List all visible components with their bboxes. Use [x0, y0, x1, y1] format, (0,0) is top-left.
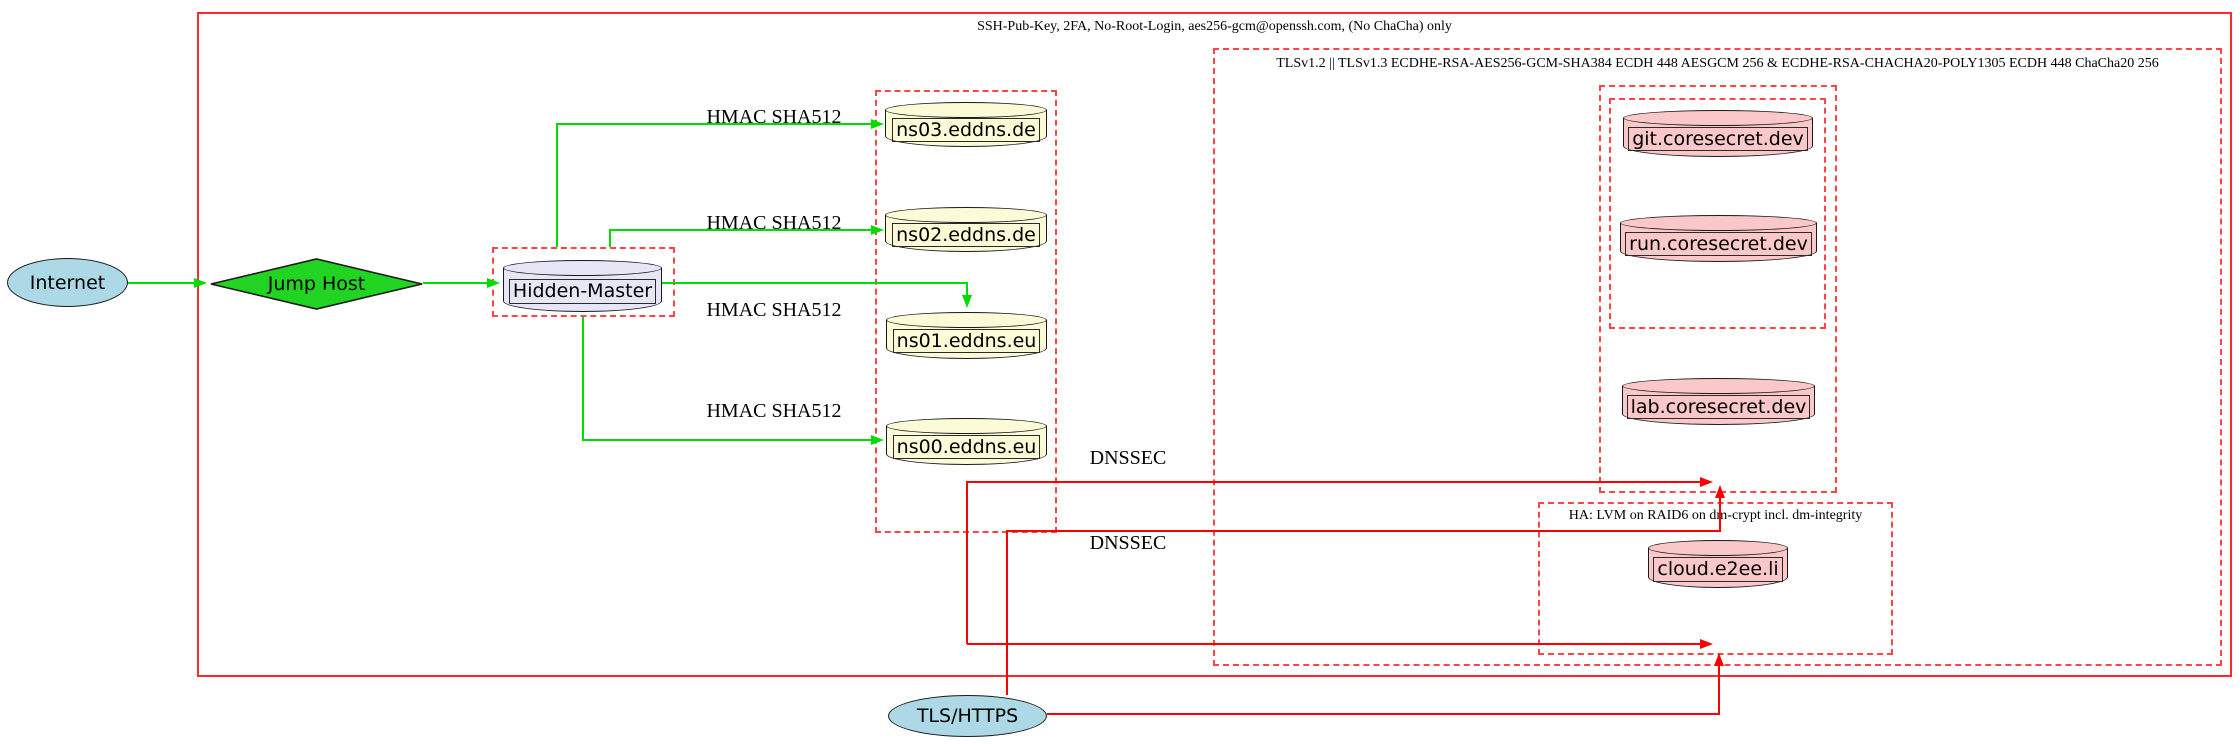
node-ns03-label: ns03.eddns.de [892, 117, 1040, 143]
cylinder-top [1622, 378, 1815, 394]
node-ns00: ns00.eddns.eu [886, 418, 1047, 465]
node-ns01-label: ns01.eddns.eu [892, 328, 1041, 354]
cylinder-top [885, 207, 1047, 223]
ha-cluster-label: HA: LVM on RAID6 on dm-crypt incl. dm-in… [1568, 508, 1863, 523]
cylinder-top [1648, 540, 1788, 556]
edge-label-hmac-ns02: HMAC SHA512 [706, 212, 842, 234]
cylinder-top [886, 418, 1047, 434]
node-cloud-label: cloud.e2ee.li [1653, 557, 1783, 582]
cylinder-top [503, 260, 662, 276]
node-run-label: run.coresecret.dev [1625, 231, 1812, 257]
node-cloud-e2ee: cloud.e2ee.li [1648, 540, 1788, 588]
node-lab-coresecret: lab.coresecret.dev [1622, 378, 1815, 425]
edge-label-hmac-ns00: HMAC SHA512 [706, 400, 842, 422]
node-git-coresecret: git.coresecret.dev [1623, 110, 1813, 157]
edge-label-dnssec-upper: DNSSEC [1089, 447, 1167, 469]
node-ns02-label: ns02.eddns.de [892, 222, 1040, 248]
ssh-cluster-box: SSH-Pub-Key, 2FA, No-Root-Login, aes256-… [197, 12, 2232, 677]
node-jump-host: Jump Host [210, 258, 423, 310]
cylinder-body [885, 110, 1047, 147]
node-hidden-master-label: Hidden-Master [508, 279, 657, 304]
node-hidden-master: Hidden-Master [503, 260, 662, 312]
edge-hiddenmaster-ns02 [609, 225, 884, 247]
node-ns00-label: ns00.eddns.eu [892, 434, 1041, 460]
node-tls-https-label: TLS/HTTPS [916, 705, 1019, 727]
cylinder-top [1623, 110, 1813, 126]
tls-cluster-label: TLSv1.2 || TLSv1.3 ECDHE-RSA-AES256-GCM-… [1276, 56, 2159, 71]
node-ns03: ns03.eddns.de [885, 102, 1047, 147]
edge-hiddenmaster-ns01 [662, 282, 972, 308]
diamond-shape [210, 258, 423, 310]
node-run-coresecret: run.coresecret.dev [1620, 215, 1817, 262]
node-internet: Internet [7, 258, 128, 307]
edge-label-dnssec-lower: DNSSEC [1089, 532, 1167, 554]
node-tls-https: TLS/HTTPS [888, 695, 1047, 737]
edge-label-hmac-ns01: HMAC SHA512 [706, 299, 842, 321]
cylinder-top [886, 312, 1047, 328]
node-ns02: ns02.eddns.de [885, 207, 1047, 252]
edge-tlshttps-ha [1047, 653, 1724, 715]
edge-hiddenmaster-ns00 [582, 317, 884, 445]
node-internet-label: Internet [29, 271, 106, 294]
ssh-cluster-label: SSH-Pub-Key, 2FA, No-Root-Login, aes256-… [977, 19, 1452, 34]
cylinder-top [1620, 215, 1817, 231]
node-git-label: git.coresecret.dev [1628, 126, 1808, 152]
coresecret-inner-cluster-box [1609, 98, 1826, 329]
cylinder-top [885, 102, 1047, 118]
edge-label-hmac-ns03: HMAC SHA512 [706, 106, 842, 128]
node-lab-label: lab.coresecret.dev [1626, 394, 1811, 420]
edge-tlshttps-coresecret [1006, 485, 1725, 695]
edge-dnssec-coresecret [966, 477, 1713, 644]
node-jump-host-label: Jump Host [267, 273, 366, 295]
node-ns01: ns01.eddns.eu [886, 312, 1047, 359]
edge-hiddenmaster-ns03 [556, 119, 884, 247]
